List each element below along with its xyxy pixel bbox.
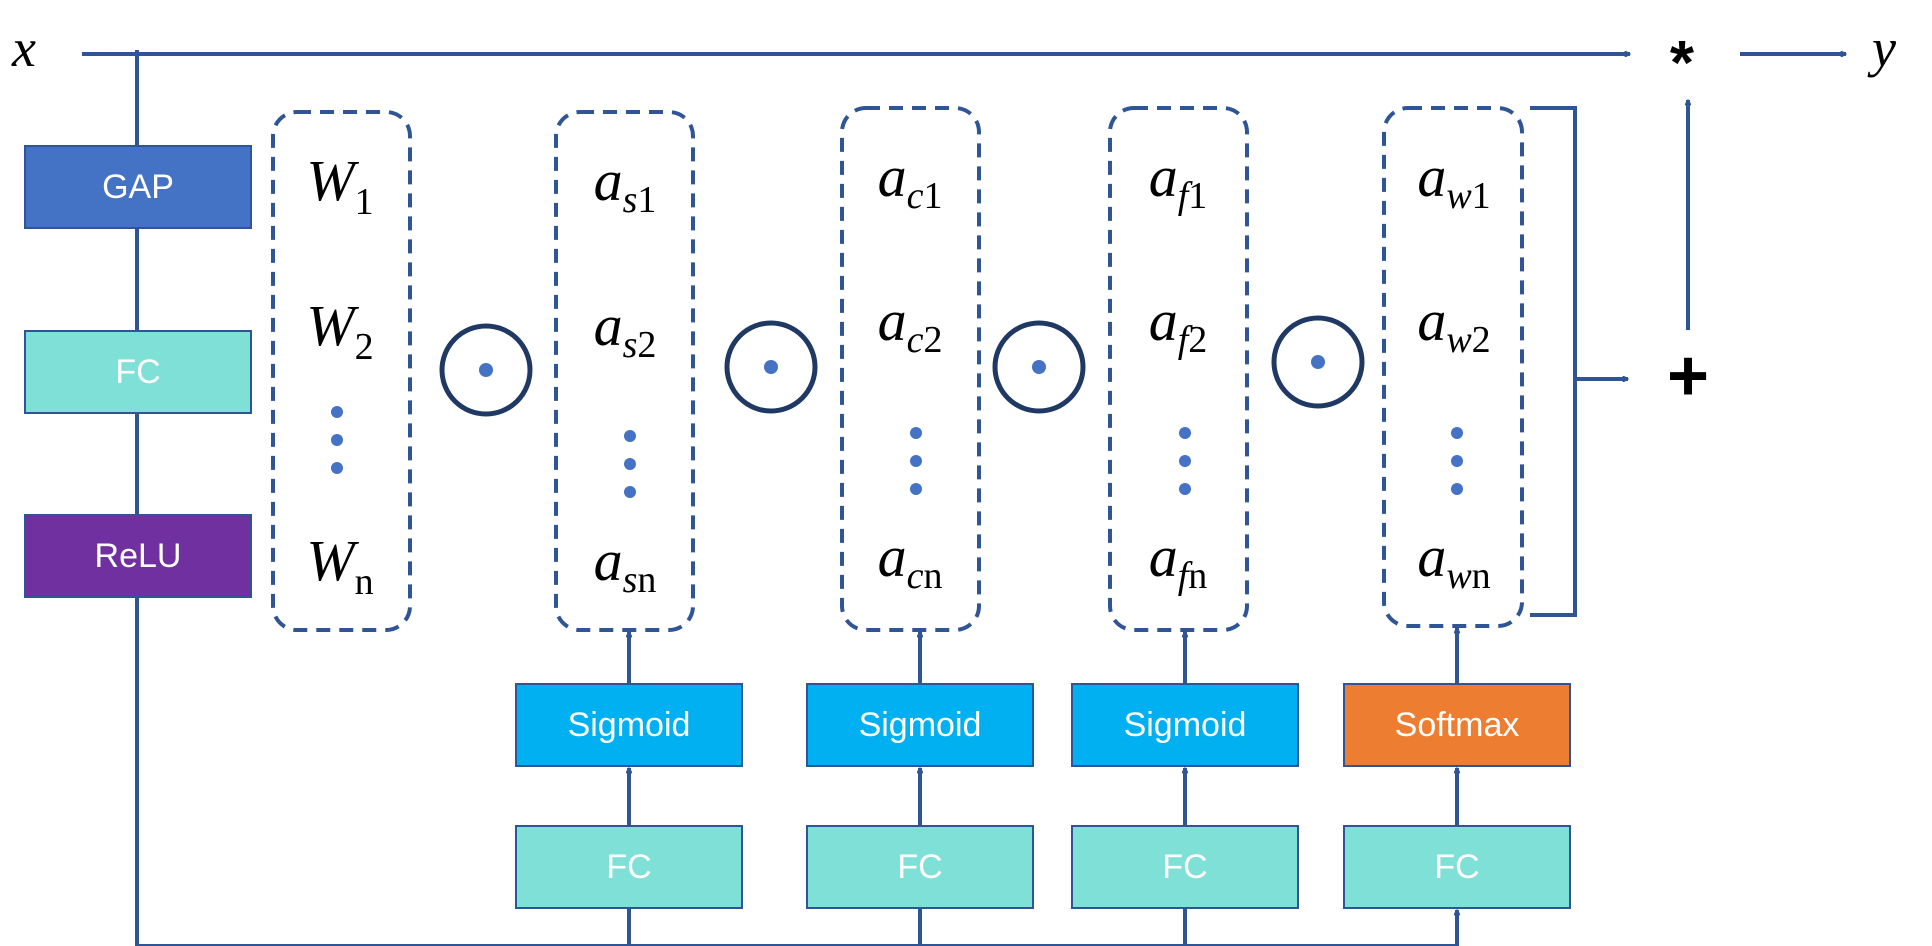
fc-box	[806, 825, 1034, 909]
fc-label: FC	[115, 353, 160, 391]
fc-box	[24, 330, 252, 414]
attention-s1: as1	[594, 148, 657, 221]
ellipsis-dot	[1451, 427, 1463, 439]
elementwise-product-icon	[1271, 315, 1365, 409]
ellipsis-dot	[624, 486, 636, 498]
ellipsis-dot	[1179, 427, 1191, 439]
attention-column-frame	[840, 106, 981, 632]
fc-box	[515, 825, 743, 909]
relu-box	[24, 514, 252, 598]
weight-ellipsis-dot	[331, 462, 343, 474]
elementwise-product-icon	[724, 320, 818, 414]
weight-ellipsis-dot	[331, 406, 343, 418]
attention-column-frame	[1108, 106, 1249, 632]
attention-c2: ac2	[878, 288, 943, 361]
ellipsis-dot	[1451, 455, 1463, 467]
ellipsis-dot	[1179, 455, 1191, 467]
attention-w1: aw1	[1417, 144, 1490, 217]
weight-n: Wn	[306, 528, 373, 603]
elementwise-product-dot	[1032, 360, 1046, 374]
attention-column-frame	[1382, 106, 1524, 628]
operators	[439, 315, 1365, 417]
attention-column-w: aw1 aw2 awn Softmax FC	[1343, 106, 1571, 946]
ellipsis-dot	[624, 430, 636, 442]
attention-wn: awn	[1417, 524, 1490, 597]
sigmoid-label: Sigmoid	[859, 706, 982, 744]
multiply-symbol: *	[1670, 29, 1695, 98]
sum-bracket	[1530, 106, 1577, 617]
gap-label: GAP	[102, 168, 174, 206]
ellipsis-dot	[910, 427, 922, 439]
attention-s2: as2	[594, 293, 657, 366]
sigmoid-box	[1071, 683, 1299, 767]
weight-column: W1 W2 Wn	[271, 110, 412, 632]
ellipsis-dot	[1179, 483, 1191, 495]
ellipsis-dot	[910, 483, 922, 495]
sigmoid-box	[806, 683, 1034, 767]
relu-label: ReLU	[95, 537, 182, 575]
plus-symbol: +	[1667, 336, 1709, 416]
sigmoid-label: Sigmoid	[1124, 706, 1247, 744]
fc-box	[1071, 825, 1299, 909]
ellipsis-dot	[624, 458, 636, 470]
fc-label: FC	[1434, 848, 1479, 886]
attention-f2: af2	[1149, 288, 1208, 361]
ellipsis-dot	[910, 455, 922, 467]
elementwise-product-dot	[764, 360, 778, 374]
fc-label: FC	[1162, 848, 1207, 886]
attention-cn: acn	[878, 524, 943, 597]
weight-column-frame	[271, 110, 412, 632]
ellipsis-dot	[1451, 483, 1463, 495]
attention-column-s: as1 as2 asn Sigmoid FC	[515, 110, 743, 946]
elementwise-product-dot	[479, 363, 493, 377]
fc-label: FC	[897, 848, 942, 886]
elementwise-product-dot	[1311, 355, 1325, 369]
input-label-x: x	[11, 18, 36, 78]
softmax-box	[1343, 683, 1571, 767]
attention-sn: asn	[594, 528, 657, 601]
attention-column-c: ac1 ac2 acn Sigmoid FC	[806, 106, 1034, 946]
elementwise-product-icon	[439, 323, 533, 417]
attention-column-frame	[554, 110, 695, 632]
sigmoid-label: Sigmoid	[568, 706, 691, 744]
gap-box	[24, 145, 252, 229]
elementwise-product-icon	[992, 320, 1086, 414]
softmax-label: Softmax	[1395, 706, 1520, 744]
weight-ellipsis-dot	[331, 434, 343, 446]
weight-2: W2	[306, 293, 373, 368]
left-stack: GAP FC ReLU	[24, 145, 252, 598]
attention-f1: af1	[1149, 144, 1208, 217]
fc-label: FC	[606, 848, 651, 886]
attention-fn: afn	[1149, 524, 1208, 597]
sigmoid-box	[515, 683, 743, 767]
attention-w2: aw2	[1417, 288, 1490, 361]
fc-box	[1343, 825, 1571, 909]
weight-1: W1	[306, 148, 373, 223]
attention-c1: ac1	[878, 144, 943, 217]
output-label-y: y	[1867, 18, 1896, 78]
attention-column-f: af1 af2 afn Sigmoid FC	[1071, 106, 1299, 946]
